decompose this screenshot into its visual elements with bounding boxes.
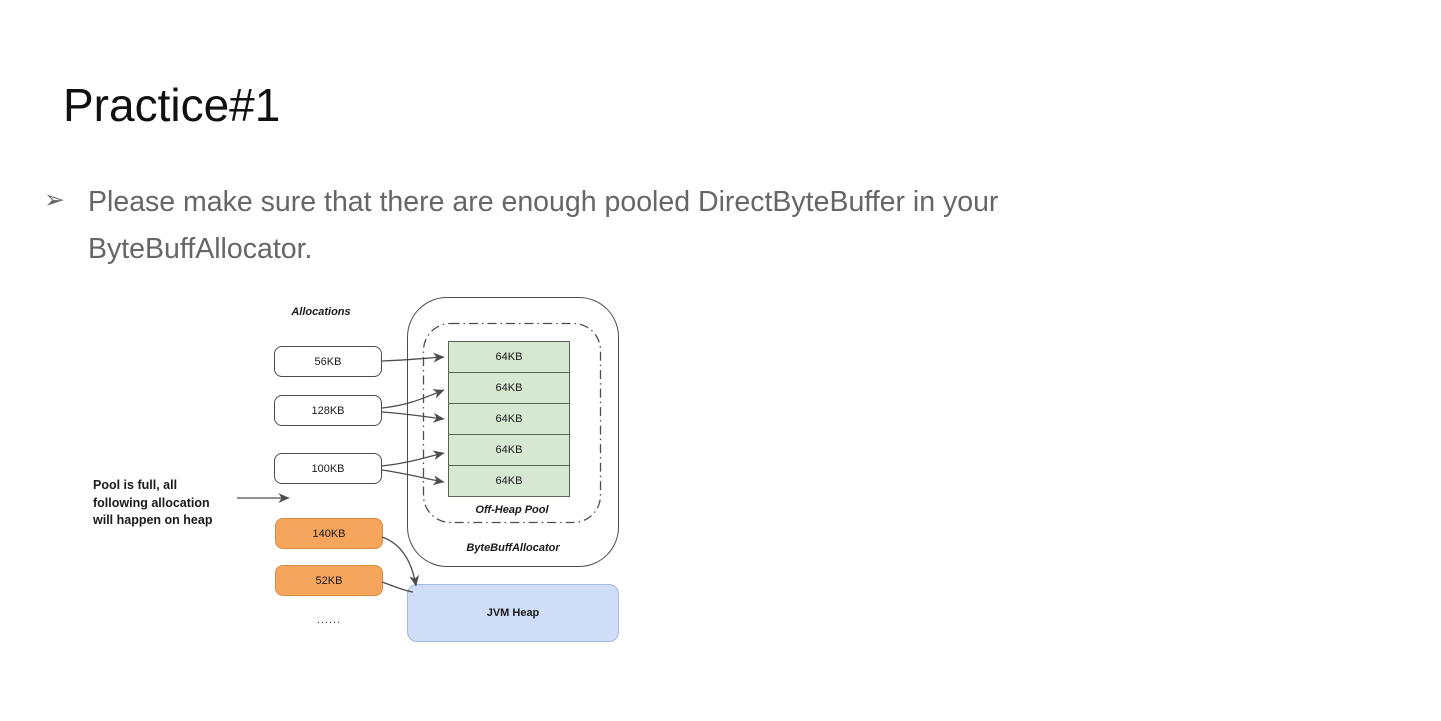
pool-block-64kb: 64KB (449, 435, 569, 466)
pool-full-annotation: Pool is full, all following allocation w… (93, 477, 212, 530)
allocation-box-100kb: 100KB (274, 453, 382, 484)
bytebuff-allocator-label: ByteBuffAllocator (466, 542, 560, 554)
pool-block-64kb: 64KB (449, 404, 569, 435)
bullet-text: Please make sure that there are enough p… (88, 179, 998, 273)
pool-block-64kb: 64KB (449, 342, 569, 373)
allocations-label: Allocations (291, 306, 351, 318)
bytebuff-allocator-container (407, 297, 619, 567)
bullet-item: ➢ Please make sure that there are enough… (44, 179, 998, 273)
annotation-line3: will happen on heap (93, 513, 213, 527)
allocation-box-140kb: 140KB (275, 518, 383, 549)
pool-block-64kb: 64KB (449, 466, 569, 496)
allocation-box-52kb: 52KB (275, 565, 383, 596)
bullet-arrow-icon: ➢ (44, 186, 65, 214)
pool-block-64kb: 64KB (449, 373, 569, 404)
bullet-text-line1: Please make sure that there are enough p… (88, 186, 999, 218)
jvm-heap-box: JVM Heap (407, 584, 619, 642)
allocation-box-56kb: 56KB (274, 346, 382, 377)
offheap-pool-stack: 64KB 64KB 64KB 64KB 64KB (448, 341, 570, 497)
allocation-box-128kb: 128KB (274, 395, 382, 426)
annotation-line2: following allocation (93, 495, 210, 510)
page-title: Practice#1 (63, 79, 281, 131)
bullet-text-line2: ByteBuffAllocator. (88, 233, 313, 265)
annotation-line1: Pool is full, all (93, 478, 178, 492)
more-allocations-ellipsis: ...... (316, 614, 342, 626)
